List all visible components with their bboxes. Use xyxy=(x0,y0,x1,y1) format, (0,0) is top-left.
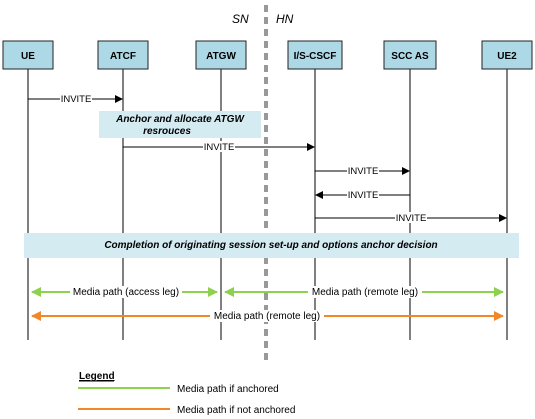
legend-not-anchored-label: Media path if not anchored xyxy=(177,405,295,416)
message-invite-sccas-iscscf: INVITE xyxy=(315,189,410,201)
legend-anchored-label: Media path if anchored xyxy=(177,384,279,395)
note-anchor-line1: Anchor and allocate ATGW xyxy=(115,114,245,125)
legend-title: Legend xyxy=(79,371,115,382)
message-label: INVITE xyxy=(61,94,92,105)
legend: Legend Media path if anchored Media path… xyxy=(78,371,295,416)
note-anchor-line2: resrouces xyxy=(143,126,191,137)
media-path-remote-leg-anchored: Media path (remote leg) xyxy=(224,286,504,298)
media-path-access-label: Media path (access leg) xyxy=(73,287,179,298)
domain-label-sn: SN xyxy=(232,12,249,26)
entity-atcf-label: ATCF xyxy=(110,51,136,62)
message-invite-atcf-iscscf: INVITE xyxy=(123,141,315,153)
media-path-remote-leg-not-anchored: Media path (remote leg) xyxy=(31,310,504,322)
entity-iscscf: I/S-CSCF xyxy=(287,40,343,70)
message-label: INVITE xyxy=(348,190,379,201)
note-completion: Completion of originating session set-up… xyxy=(24,233,519,258)
entity-atgw-label: ATGW xyxy=(206,51,236,62)
message-label: INVITE xyxy=(396,213,427,224)
media-path-access-leg: Media path (access leg) xyxy=(31,286,218,298)
entity-ue: UE xyxy=(2,40,54,70)
entity-iscscf-label: I/S-CSCF xyxy=(294,51,337,62)
media-path-remote-anchored-label: Media path (remote leg) xyxy=(312,287,418,298)
message-label: INVITE xyxy=(204,142,235,153)
note-anchor-allocate: Anchor and allocate ATGW resrouces xyxy=(99,111,261,138)
entity-atcf: ATCF xyxy=(97,40,149,70)
message-label: INVITE xyxy=(348,166,379,177)
entity-ue-label: UE xyxy=(21,51,35,62)
message-invite-iscscf-sccas: INVITE xyxy=(315,165,410,177)
note-completion-text: Completion of originating session set-up… xyxy=(104,240,437,251)
message-invite-iscscf-ue2: INVITE xyxy=(315,212,507,224)
entity-ue2-label: UE2 xyxy=(497,51,517,62)
domain-label-hn: HN xyxy=(276,12,294,26)
message-invite-ue-atcf: INVITE xyxy=(28,93,123,105)
entity-ue2: UE2 xyxy=(481,40,533,70)
entity-atgw: ATGW xyxy=(195,40,247,70)
media-path-remote-not-anchored-label: Media path (remote leg) xyxy=(214,311,320,322)
entity-sccas: SCC AS xyxy=(383,40,437,70)
entity-sccas-label: SCC AS xyxy=(391,51,429,62)
